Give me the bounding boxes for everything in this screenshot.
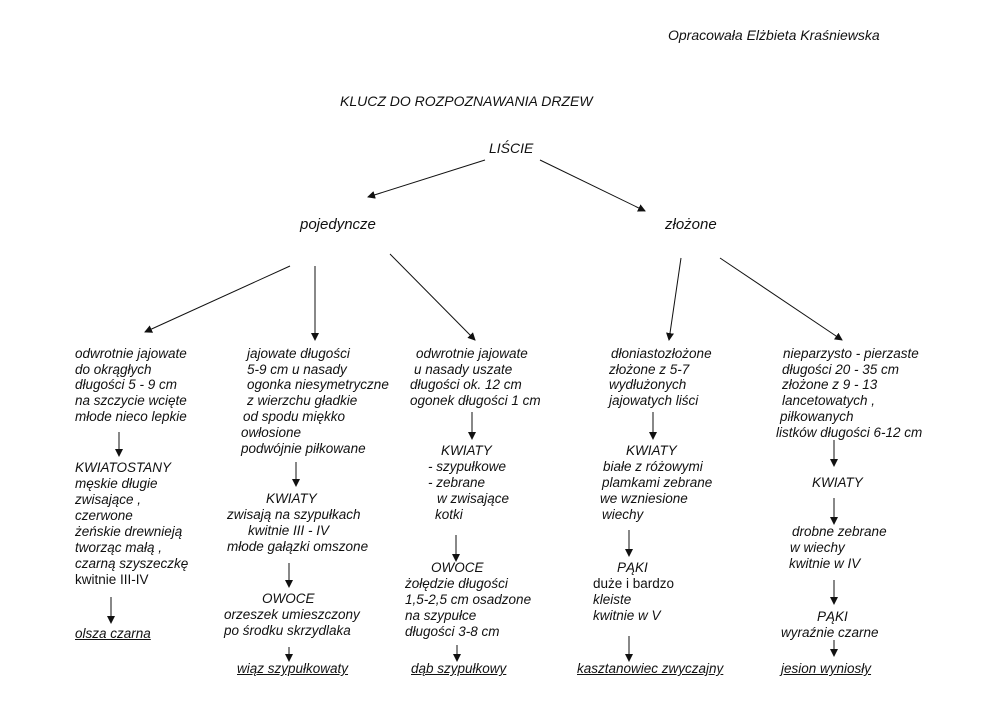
leaf-line: piłkowanych <box>780 409 854 424</box>
section-line: plamkami zebrane <box>602 475 713 490</box>
arrow-compound-col4 <box>666 257 682 341</box>
leaf-line: wydłużonych <box>609 377 687 392</box>
section-line: w wiechy <box>790 540 845 555</box>
section-heading: OWOCE <box>431 560 484 575</box>
leaf-line: lancetowatych , <box>782 393 876 408</box>
leaf-line: do okrągłych <box>75 362 152 377</box>
arrow-simple-col3 <box>389 253 476 341</box>
section-line: kotki <box>435 507 463 522</box>
leaf-line: 5-9 cm u nasady <box>247 362 347 377</box>
section-line: kwitnie w V <box>593 608 661 623</box>
page-title: KLUCZ DO ROZPOZNAWANIA DRZEW <box>340 93 593 109</box>
leaf-line: ogonek długości 1 cm <box>410 393 541 408</box>
section-line: po środku skrzydlaka <box>224 623 351 638</box>
leaf-line: długości 20 - 35 cm <box>782 362 900 377</box>
leaf-line: ogonka niesymetryczne <box>247 377 389 392</box>
leaf-line: odwrotnie jajowate <box>75 346 187 361</box>
branch-simple: pojedyncze <box>300 216 376 233</box>
section-line: długości 3-8 cm <box>405 624 500 639</box>
section-heading: KWIATOSTANY <box>75 460 172 475</box>
section-line: drobne zebrane <box>792 524 887 539</box>
arrow-compound-col5 <box>719 257 843 341</box>
section-line: zwisające , <box>75 492 142 507</box>
section-line: żołędzie długości <box>405 576 508 591</box>
result-species: olsza czarna <box>75 626 151 641</box>
section-heading: KWIATY <box>626 443 677 458</box>
leaf-line: złożone z 9 - 13 <box>782 377 878 392</box>
section-line: kleiste <box>593 592 632 607</box>
section-line: zwisają na szypułkach <box>227 507 361 522</box>
section-heading: OWOCE <box>262 591 315 606</box>
section-line: czarną szyszeczkę <box>75 556 189 571</box>
leaf-line: jajowate długości <box>247 346 350 361</box>
section-line: w zwisające <box>437 491 510 506</box>
arrow-simple-col1 <box>144 265 291 333</box>
leaf-line: młode nieco lepkie <box>75 409 187 424</box>
section-line: kwitnie w IV <box>789 556 861 571</box>
section-line: młode gałązki omszone <box>227 539 369 554</box>
section-heading: KWIATY <box>266 491 317 506</box>
section-line: kwitnie III - IV <box>248 523 330 538</box>
leaf-line: złożone z 5-7 <box>609 362 690 377</box>
leaf-line: z wierzchu gładkie <box>247 393 358 408</box>
section-line: wyraźnie czarne <box>781 625 879 640</box>
section-line: tworząc małą , <box>75 540 163 555</box>
section-line: męskie długie <box>75 476 158 491</box>
section-line: wiechy <box>602 507 644 522</box>
leaf-line: odwrotnie jajowate <box>416 346 528 361</box>
arrow-root-compound <box>539 159 646 212</box>
section-line: duże i bardzo <box>593 576 675 591</box>
leaf-line: u nasady uszate <box>414 362 513 377</box>
leaf-line: owłosione <box>241 425 302 440</box>
leaf-line: długości ok. 12 cm <box>410 377 522 392</box>
result-species: wiąz szypułkowaty <box>237 661 349 676</box>
section-line: we wzniesione <box>600 491 688 506</box>
result-species: jesion wyniosły <box>781 661 872 676</box>
author: Opracowała Elżbieta Kraśniewska <box>668 27 880 43</box>
leaf-line: dłoniastozłożone <box>611 346 712 361</box>
section-line: orzeszek umieszczony <box>224 607 360 622</box>
section-heading: PĄKI <box>817 609 848 624</box>
section-line: kwitnie III-IV <box>75 572 149 587</box>
section-heading: KWIATY <box>812 475 863 490</box>
leaf-line: jajowatych liści <box>609 393 699 408</box>
result-species: kasztanowiec zwyczajny <box>577 661 724 676</box>
leaf-line: nieparzysto - pierzaste <box>783 346 919 361</box>
section-heading: PĄKI <box>617 560 648 575</box>
leaf-line: od spodu miękko <box>243 409 346 424</box>
arrow-root-simple <box>367 159 486 199</box>
section-line: na szypułce <box>405 608 477 623</box>
section-line: czerwone <box>75 508 133 523</box>
leaf-line: podwójnie piłkowane <box>241 441 366 456</box>
leaf-line: na szczycie wcięte <box>75 393 187 408</box>
root-node: LIŚCIE <box>489 140 534 156</box>
section-line: - zebrane <box>428 475 486 490</box>
branch-compound: złożone <box>665 216 717 233</box>
result-species: dąb szypułkowy <box>411 661 507 676</box>
section-line: 1,5-2,5 cm osadzone <box>405 592 532 607</box>
section-heading: KWIATY <box>441 443 492 458</box>
section-line: białe z różowymi <box>603 459 703 474</box>
leaf-line: listków długości 6-12 cm <box>776 425 923 440</box>
leaf-line: długości 5 - 9 cm <box>75 377 178 392</box>
section-line: żeńskie drewnieją <box>75 524 183 539</box>
section-line: - szypułkowe <box>428 459 507 474</box>
